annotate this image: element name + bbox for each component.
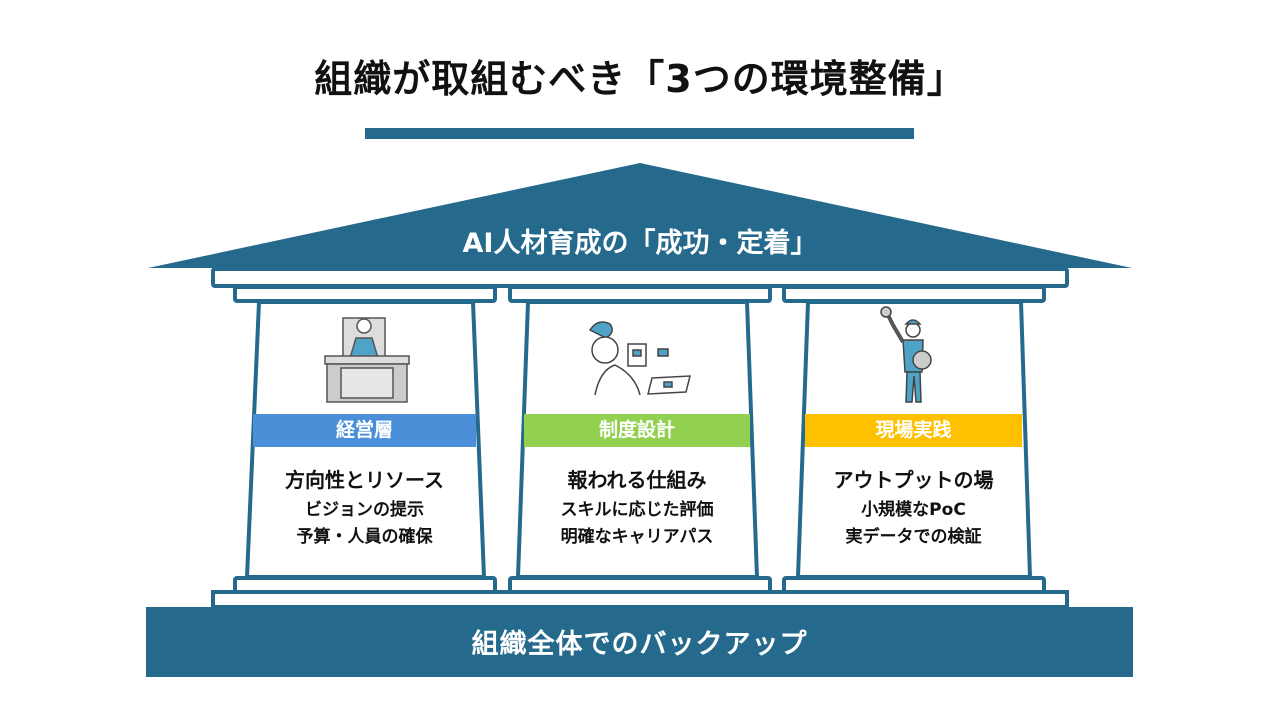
pillar-executive-text: 方向性とリソース ビジョンの提示 予算・人員の確保 — [253, 463, 476, 551]
pillar-heading: 方向性とリソース — [285, 468, 444, 492]
pillar-line: 実データでの検証 — [845, 527, 982, 547]
pillar-line: 小規模なPoC — [861, 500, 966, 520]
pillar-line: スキルに応じた評価 — [560, 500, 714, 520]
roof-beam — [211, 267, 1069, 288]
pillar-heading: アウトプットの場 — [833, 468, 994, 492]
capital-bottom-1 — [233, 576, 497, 594]
base-beam — [211, 590, 1069, 609]
capital-bottom-2 — [508, 576, 772, 594]
page-title: 組織が取組むべき「3つの環境整備」 — [314, 57, 966, 101]
pillar-heading: 報われる仕組み — [567, 468, 707, 492]
pillar-band-field: 現場実践 — [805, 414, 1022, 447]
capital-top-3 — [782, 285, 1046, 303]
capital-top-2 — [508, 285, 772, 303]
pillar-field-text: アウトプットの場 小規模なPoC 実データでの検証 — [805, 463, 1022, 551]
roof — [148, 163, 1132, 268]
pillar-band-system: 制度設計 — [524, 414, 750, 447]
foundation-label: 組織全体でのバックアップ — [471, 629, 808, 660]
executive-at-desk-icon — [324, 317, 410, 403]
roof-label: AI人材育成の「成功・定着」 — [462, 228, 818, 259]
pillar-band-executive: 経営層 — [253, 414, 476, 447]
pillar-line: 明確なキャリアパス — [560, 527, 714, 547]
pillar-system-text: 報われる仕組み スキルに応じた評価 明確なキャリアパス — [524, 463, 750, 551]
pillar-line: 予算・人員の確保 — [296, 527, 433, 547]
capital-bottom-3 — [782, 576, 1046, 594]
planner-with-chart-icon — [588, 321, 691, 396]
worker-with-wrench-icon — [880, 306, 932, 403]
foundation — [146, 607, 1133, 677]
capital-top-1 — [233, 285, 497, 303]
pillar-line: ビジョンの提示 — [305, 500, 424, 520]
title-underline — [365, 128, 914, 139]
